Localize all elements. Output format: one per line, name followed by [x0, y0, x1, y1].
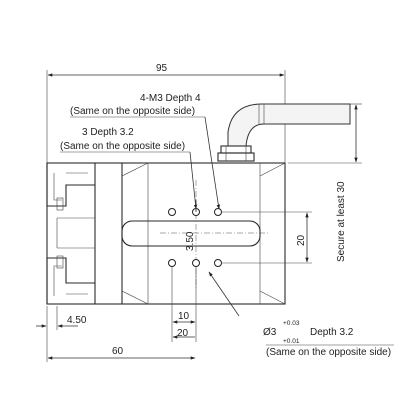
m3-holes-label: 4-M3 Depth 4 [140, 93, 201, 104]
connector-base [217, 152, 255, 162]
connector-nut [220, 145, 252, 154]
dimension-4-50: 4.50 [36, 306, 87, 362]
m3-holes-note: (Same on the opposite side) [70, 106, 195, 117]
dimension-cable-secure: Secure at least 30 [288, 103, 362, 262]
dimension-3-50: 3.50 [185, 200, 197, 251]
offset-60-label: 60 [112, 346, 124, 357]
pin-tol-lower: +0.01 [283, 338, 300, 345]
cable-assembly [217, 103, 351, 162]
pin-hole-note: (Same on the opposite side) [266, 347, 391, 358]
depth-holes-note: (Same on the opposite side) [60, 141, 185, 152]
overall-width-label: 95 [156, 63, 168, 74]
left-finger-upper [46, 163, 95, 211]
callout-m3-holes: 4-M3 Depth 4 (Same on the opposite side) [70, 93, 221, 210]
pin-hole-label: Ø3 [263, 327, 277, 338]
hole-pitch-label: 3.50 [185, 231, 196, 251]
dimension-overall-width: 95 [46, 63, 286, 163]
dimension-pitch-10: 10 [171, 267, 197, 342]
upper-hole-right [214, 208, 222, 216]
dimension-60: 60 [47, 346, 196, 360]
upper-hole-row [168, 208, 222, 216]
center-slot [121, 220, 261, 247]
slot-spacing-label: 20 [296, 234, 307, 246]
dimension-slot-spacing: 20 [221, 211, 312, 264]
left-finger-mid [56, 217, 95, 249]
depth-holes-label: 3 Depth 3.2 [82, 127, 134, 138]
pitch-10-label: 10 [178, 311, 190, 322]
pitch-20-label: 20 [177, 328, 189, 339]
left-finger-lower [46, 255, 95, 304]
pin-depth-label: Depth 3.2 [310, 327, 354, 338]
lower-hole-row [168, 259, 222, 267]
lower-hole-center [192, 259, 200, 267]
centerlines [160, 180, 270, 290]
pin-tol-upper: +0.03 [283, 320, 300, 327]
upper-hole-left [168, 208, 176, 216]
callout-pin-hole: Ø3 +0.03 +0.01 Depth 3.2 (Same on the op… [208, 271, 394, 358]
callout-depth-holes: 3 Depth 3.2 (Same on the opposite side) [60, 127, 198, 210]
gripper-body [46, 162, 286, 305]
cable-secure-label: Secure at least 30 [336, 181, 347, 262]
offset-4-50-label: 4.50 [67, 315, 87, 326]
dimension-pitch-20: 20 [172, 328, 195, 339]
lower-hole-right [214, 259, 222, 267]
lower-hole-left [168, 259, 176, 267]
